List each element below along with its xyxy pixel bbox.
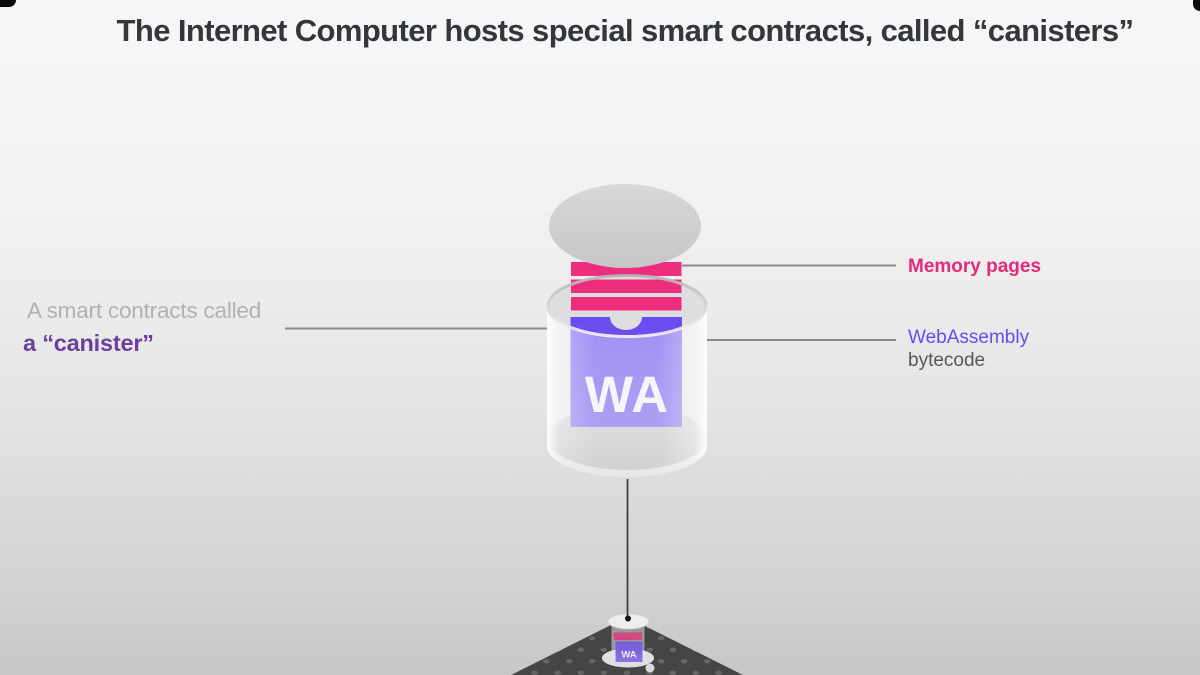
mini-canister-lid (607, 613, 650, 630)
mini-canister-dot (645, 663, 655, 673)
letterbox-corner-top-right (1193, 0, 1200, 11)
memory-stripe (571, 297, 682, 311)
left-label-line1: A smart contracts called (27, 298, 262, 323)
mini-memory-stripe (613, 632, 642, 640)
bytecode-label: bytecode (908, 350, 986, 371)
slide-title: The Internet Computer hosts special smar… (116, 13, 1135, 48)
connector-lines (285, 264, 896, 341)
mini-wasm-box (615, 641, 643, 662)
canister-lid (549, 184, 701, 268)
glass-cylinder (547, 306, 707, 477)
glass-rim (546, 274, 708, 338)
memory-stripe (571, 279, 682, 293)
mini-wasm-text: WA (621, 650, 636, 661)
memory-pages-stripes (571, 262, 682, 311)
letterbox-corner-top-left (0, 0, 16, 7)
mini-canister: WA (602, 613, 655, 673)
memory-stripe (571, 262, 682, 276)
left-label-canister: a “canister” (23, 330, 154, 356)
webassembly-label: WebAssembly (908, 327, 1030, 348)
memory-pages-label: Memory pages (908, 256, 1042, 277)
canister: WA (546, 184, 708, 477)
drop-line-endpoint (625, 615, 631, 622)
